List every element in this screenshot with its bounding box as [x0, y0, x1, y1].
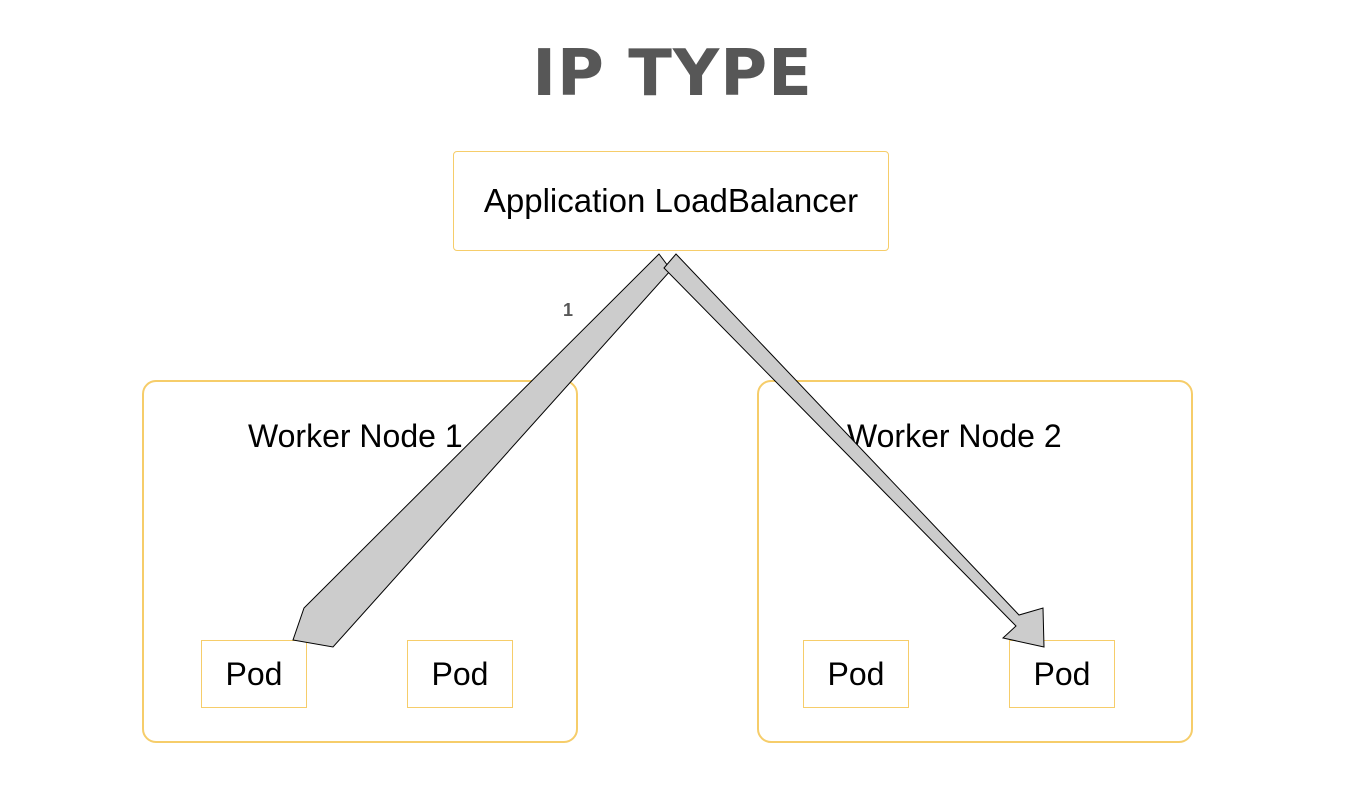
pod-node1-1[interactable]: Pod — [201, 640, 307, 708]
worker-node-1-label: Worker Node 1 — [248, 418, 463, 454]
pod-node1-2[interactable]: Pod — [407, 640, 513, 708]
pod-node2-1[interactable]: Pod — [803, 640, 909, 708]
pod-label: Pod — [431, 655, 489, 692]
pod-label: Pod — [1033, 655, 1091, 692]
load-balancer-box[interactable]: Application LoadBalancer — [453, 151, 889, 251]
pod-label: Pod — [827, 655, 885, 692]
load-balancer-label: Application LoadBalancer — [483, 182, 859, 219]
diagram-title: IP TYPE — [532, 37, 813, 111]
worker-node-2-label: Worker Node 2 — [847, 418, 1062, 454]
edge-label-1: 1 — [563, 300, 574, 320]
pod-node2-2[interactable]: Pod — [1009, 640, 1115, 708]
pod-label: Pod — [225, 655, 283, 692]
